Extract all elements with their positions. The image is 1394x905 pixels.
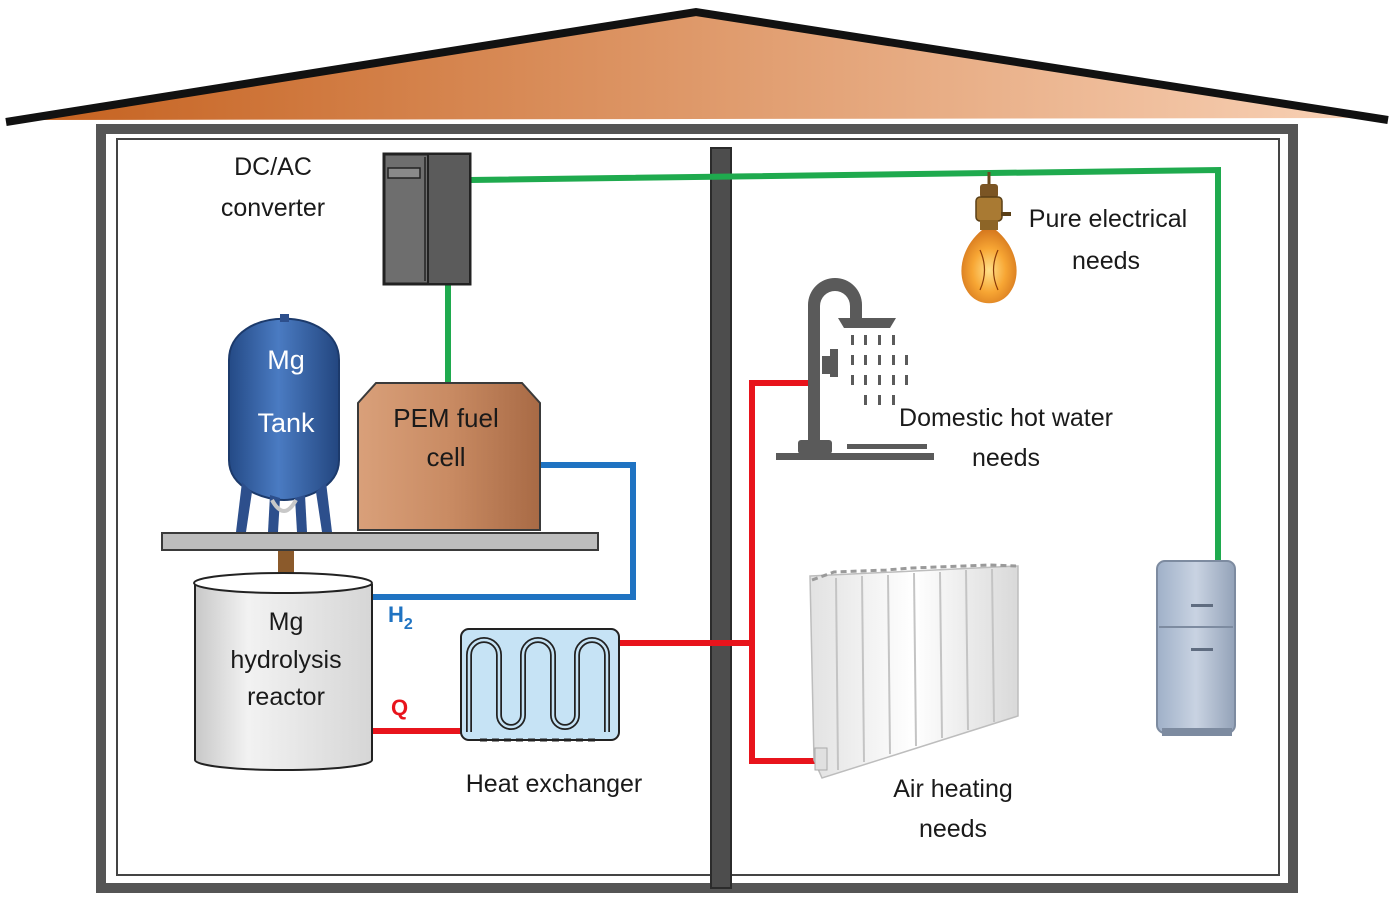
radiator-icon [809, 563, 1019, 779]
dividing-wall [710, 147, 732, 889]
fuel-cell-icon [357, 382, 541, 531]
tank-label-2: Tank [257, 408, 315, 438]
reactor-cylinder-icon [193, 572, 373, 772]
hot-water-needs-label-2: needs [972, 444, 1040, 472]
light-bulb-icon [961, 172, 1017, 304]
reactor-label-2: hydrolysis [230, 646, 341, 674]
converter-label-1: DC/AC [234, 153, 312, 181]
air-heating-needs-label-1: Air heating [893, 775, 1013, 803]
heat-exchanger-label: Heat exchanger [466, 770, 643, 798]
shower-icon [776, 278, 934, 460]
pressure-tank-icon [228, 314, 340, 532]
fuel-cell-label-1: PEM fuel [393, 403, 499, 433]
heat-line [372, 380, 815, 764]
inverter-icon [382, 152, 472, 286]
tank-connector [278, 551, 294, 573]
fuel-cell-label-2: cell [426, 442, 465, 472]
h2-label: H2 [388, 602, 413, 633]
converter-label-2: converter [221, 194, 325, 222]
house-walls [96, 124, 1298, 893]
reactor-label-3: reactor [247, 683, 325, 711]
shelf [161, 532, 599, 551]
air-heating-needs-label-2: needs [919, 815, 987, 843]
heat-exchanger-coil-icon [460, 628, 620, 742]
h2-label-main: H [388, 602, 404, 627]
refrigerator-icon [1156, 560, 1236, 736]
hot-water-needs-label-1: Domestic hot water [899, 404, 1113, 432]
roof [5, 7, 1389, 126]
electrical-needs-label-1: Pure electrical [1029, 205, 1187, 233]
q-label: Q [391, 695, 408, 720]
tank-label-1: Mg [267, 345, 305, 375]
hydrogen-line [372, 462, 636, 600]
electrical-needs-label-2: needs [1072, 247, 1140, 275]
reactor-label-1: Mg [269, 608, 304, 636]
h2-label-subscript: 2 [404, 616, 413, 633]
electric-line [445, 166, 1221, 560]
